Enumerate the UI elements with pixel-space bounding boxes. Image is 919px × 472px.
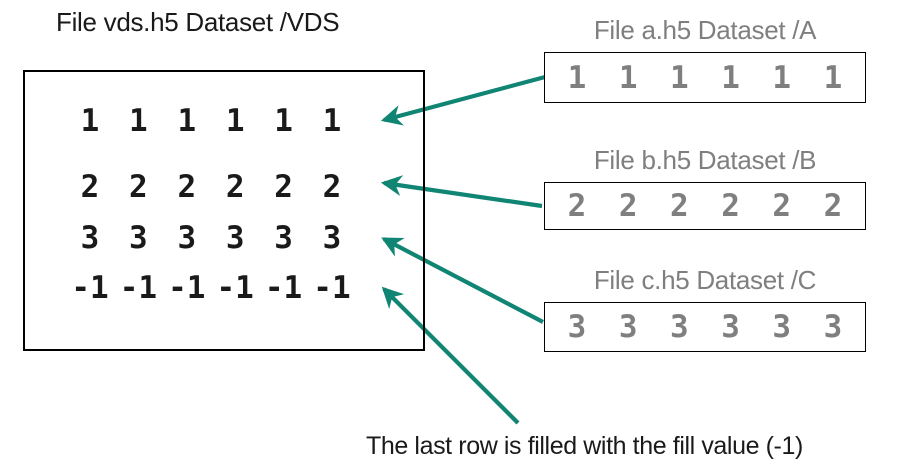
vds-file-title: File vds.h5 Dataset /VDS xyxy=(56,7,340,37)
source-a-title: File a.h5 Dataset /A xyxy=(593,15,817,45)
vds-row-1: 1 1 1 1 1 1 xyxy=(67,104,355,138)
vds-cell: 1 xyxy=(225,103,245,139)
vds-cell: 1 xyxy=(274,103,293,139)
vds-cell: -1 xyxy=(168,270,206,306)
source-cell: 3 xyxy=(567,309,587,345)
vds-cell: -1 xyxy=(264,270,303,306)
source-cell: 3 xyxy=(823,309,843,345)
source-b-title: File b.h5 Dataset /B xyxy=(593,145,817,175)
vds-cell: -1 xyxy=(119,270,158,306)
source-b-dataset-box: 2 2 2 2 2 2 xyxy=(544,182,866,230)
vds-row-2: 2 2 2 2 2 2 xyxy=(67,170,355,204)
vds-cell: -1 xyxy=(216,270,254,306)
source-c-dataset-box: 3 3 3 3 3 3 xyxy=(544,302,866,352)
source-cell: 2 xyxy=(618,188,638,224)
source-cell: 3 xyxy=(721,309,740,345)
vds-cell: 2 xyxy=(177,169,197,205)
source-a-dataset-box: 1 1 1 1 1 1 xyxy=(544,52,866,103)
source-cell: 1 xyxy=(721,59,740,96)
source-cell: 3 xyxy=(670,309,689,345)
vds-cell: 1 xyxy=(177,103,197,139)
vds-cell: 3 xyxy=(274,220,293,256)
vds-cell: 3 xyxy=(322,220,342,256)
source-c-values-row: 3 3 3 3 3 3 xyxy=(545,303,865,351)
source-b-values-row: 2 2 2 2 2 2 xyxy=(545,183,865,229)
vds-cell: 2 xyxy=(322,169,342,205)
source-cell: 2 xyxy=(567,188,587,224)
vds-cell: 3 xyxy=(225,220,245,256)
source-cell: 1 xyxy=(772,59,792,96)
source-cell: 2 xyxy=(823,188,843,224)
source-cell: 1 xyxy=(670,59,689,96)
vds-cell: 2 xyxy=(225,169,245,205)
vds-cell: 1 xyxy=(129,103,148,139)
source-a-values-row: 1 1 1 1 1 1 xyxy=(545,53,865,102)
source-c-title: File c.h5 Dataset /C xyxy=(593,265,817,295)
vds-cell: 2 xyxy=(129,169,148,205)
vds-cell: 2 xyxy=(80,169,100,205)
source-cell: 2 xyxy=(772,188,792,224)
vds-cell: 3 xyxy=(129,220,148,256)
vds-cell: 1 xyxy=(322,103,342,139)
vds-cell: 3 xyxy=(80,220,100,256)
vds-row-3: 3 3 3 3 3 3 xyxy=(67,221,355,255)
vds-cell: -1 xyxy=(313,270,351,306)
vds-cell: -1 xyxy=(71,270,109,306)
source-cell: 1 xyxy=(618,59,638,96)
source-cell: 1 xyxy=(823,59,843,96)
source-cell: 3 xyxy=(618,309,638,345)
vds-dataset-box: 1 1 1 1 1 1 2 2 2 2 2 2 3 3 3 3 3 3 -1 -… xyxy=(23,70,425,351)
source-cell: 3 xyxy=(772,309,792,345)
source-cell: 1 xyxy=(567,59,587,96)
fill-value-annotation: The last row is filled with the fill val… xyxy=(366,432,803,460)
vds-cell: 3 xyxy=(177,220,197,256)
source-cell: 2 xyxy=(670,188,689,224)
vds-cell: 2 xyxy=(274,169,293,205)
source-cell: 2 xyxy=(721,188,740,224)
vds-cell: 1 xyxy=(80,103,100,139)
vds-row-4-fill-values: -1 -1 -1 -1 -1 -1 xyxy=(67,271,355,305)
